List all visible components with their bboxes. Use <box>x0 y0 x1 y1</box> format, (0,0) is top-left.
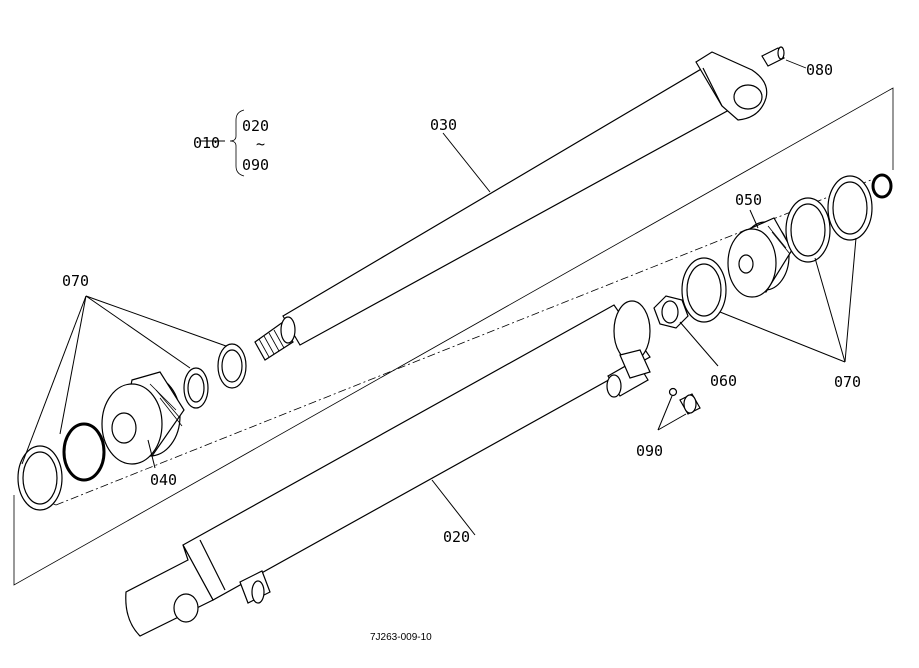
leader-lines <box>21 132 857 536</box>
part-labels: 010 020 ~ 090 030 080 050 070 060 090 02… <box>62 61 861 643</box>
label-nut: 060 <box>710 372 737 390</box>
label-seals-left: 070 <box>62 272 89 290</box>
drawing-code: 7J263-009-10 <box>370 632 432 643</box>
label-head: 040 <box>150 471 177 489</box>
label-seals-right: 070 <box>834 373 861 391</box>
label-range-end: 090 <box>242 156 269 174</box>
label-tube: 020 <box>443 528 470 546</box>
nut <box>653 295 689 329</box>
label-rod: 030 <box>430 116 457 134</box>
elbow-fittings <box>668 387 701 415</box>
label-grease-nipple: 080 <box>806 61 833 79</box>
cylinder-head <box>101 371 185 465</box>
assembly-bracket <box>229 109 245 177</box>
piston <box>727 217 793 298</box>
assembly-guide-lines <box>13 87 894 586</box>
label-assembly: 010 <box>193 134 220 152</box>
label-range-tilde: ~ <box>256 135 265 153</box>
left-seal-rings <box>17 343 247 511</box>
label-piston: 050 <box>735 191 762 209</box>
cylinder-tube <box>125 300 651 637</box>
label-elbow: 090 <box>636 442 663 460</box>
right-seal-rings <box>681 173 893 323</box>
grease-nipple <box>761 46 807 69</box>
piston-rod <box>254 51 768 361</box>
label-range-start: 020 <box>242 117 269 135</box>
